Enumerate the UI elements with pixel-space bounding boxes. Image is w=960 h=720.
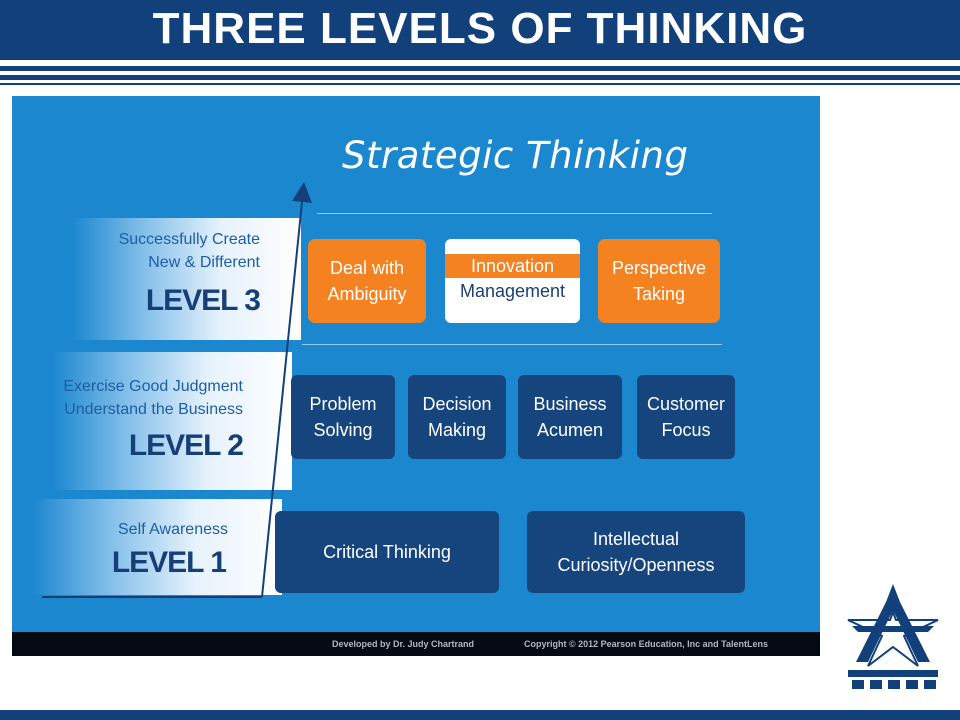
level2-description: Exercise Good Judgment Understand the Bu…: [63, 378, 243, 418]
level2-title: LEVEL 2: [128, 429, 244, 462]
level2-step: [52, 352, 292, 490]
box-innovation-management: Innovation Management: [445, 239, 580, 323]
diagram-title: Strategic Thinking: [342, 134, 689, 177]
header-rule-3: [0, 83, 960, 85]
diagram-credits-bar: Developed by Dr. Judy Chartrand Copyrigh…: [12, 632, 820, 656]
box-critical-thinking: Critical Thinking: [275, 511, 499, 593]
level1-description: Self Awareness: [118, 521, 228, 538]
copyright-notice: Copyright © 2012 Pearson Education, Inc …: [524, 639, 769, 649]
footer-bar: [0, 710, 960, 720]
level3-description: Successfully Create New & Different: [118, 231, 260, 271]
slide-title: THREE LEVELS OF THINKING: [152, 4, 808, 53]
developer-credit: Developed by Dr. Judy Chartrand: [332, 639, 475, 649]
level1-step: [32, 499, 282, 595]
level3-title: LEVEL 3: [145, 284, 261, 317]
divider-middle: [302, 344, 722, 345]
header-bar: [0, 0, 960, 60]
level3-step: [72, 218, 301, 340]
diagram-panel: Strategic Thinking Successfully Create N…: [12, 96, 820, 632]
star-a-logo-icon: [847, 584, 939, 689]
staircase-arrow: [42, 182, 312, 598]
header-rule-1: [0, 66, 960, 71]
divider-top: [317, 213, 712, 214]
header-rule-2: [0, 75, 960, 80]
level1-title: LEVEL 1: [111, 546, 227, 579]
